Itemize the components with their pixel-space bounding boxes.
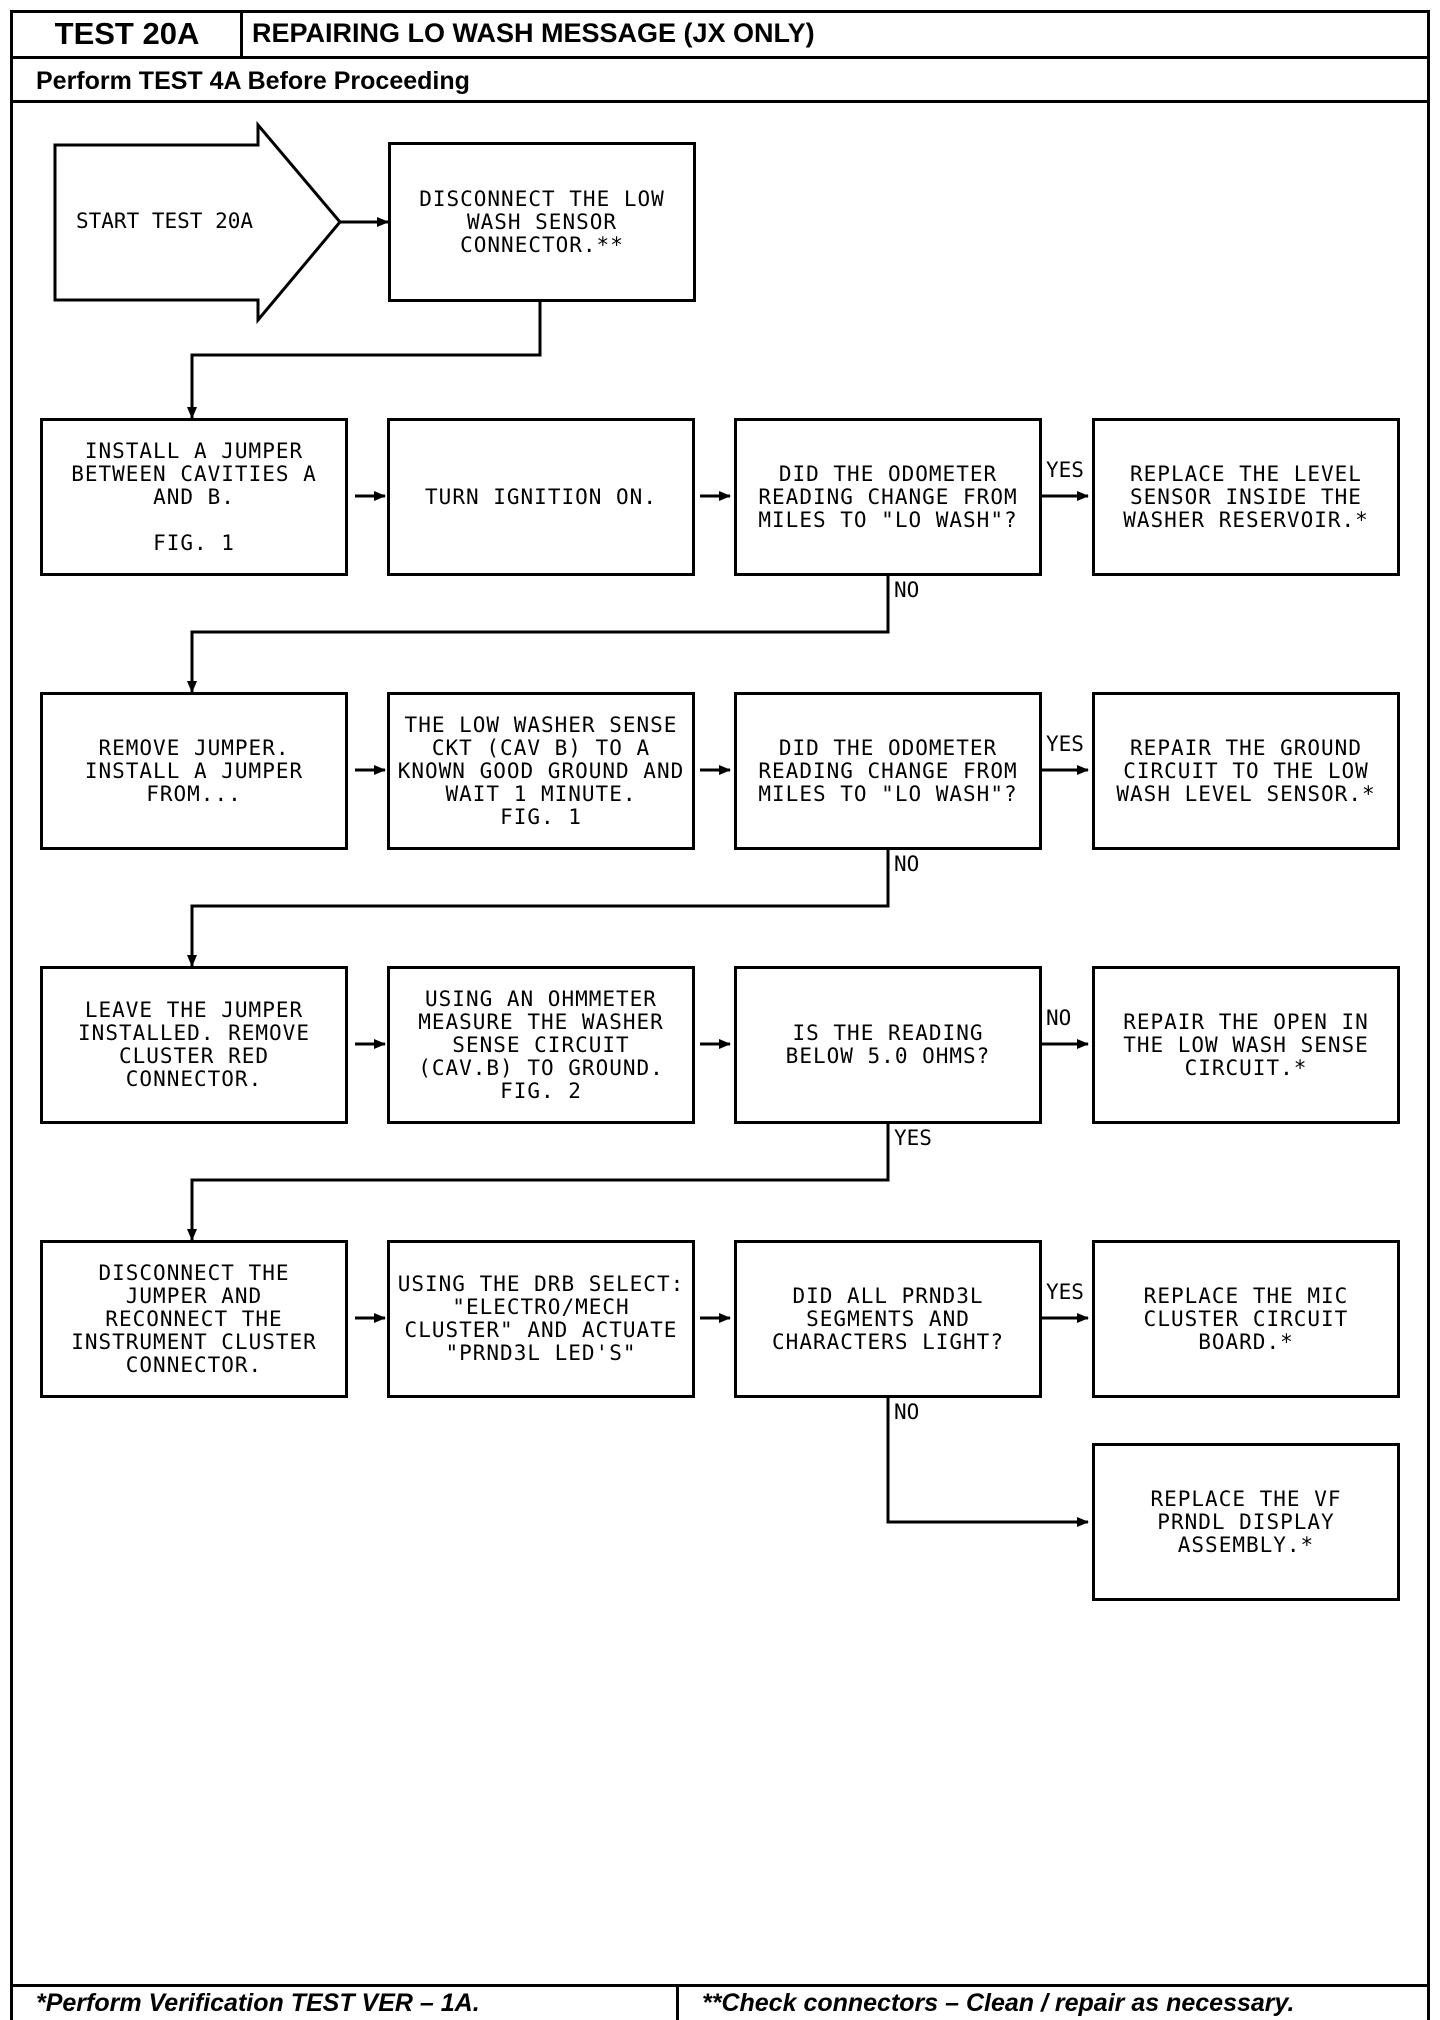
- label-yes-1: YES: [1046, 458, 1084, 482]
- result-repair-open: REPAIR THE OPEN IN THE LOW WASH SENSE CI…: [1092, 966, 1400, 1124]
- step-text: DISCONNECT THE JUMPER AND RECONNECT THE …: [71, 1260, 317, 1377]
- result-replace-mic: REPLACE THE MIC CLUSTER CIRCUIT BOARD.*: [1092, 1240, 1400, 1398]
- step-text: INSTALL A JUMPER BETWEEN CAVITIES A AND …: [71, 438, 317, 555]
- test-id: TEST 20A: [54, 15, 200, 51]
- step-leave-jumper: LEAVE THE JUMPER INSTALLED. REMOVE CLUST…: [40, 966, 348, 1124]
- label-no-1: NO: [894, 578, 920, 602]
- result-replace-vf: REPLACE THE VF PRNDL DISPLAY ASSEMBLY.*: [1092, 1443, 1400, 1601]
- label-no-2: NO: [894, 852, 920, 876]
- prerequisite-note: Perform TEST 4A Before Proceeding: [36, 66, 470, 95]
- step-text: REPLACE THE VF PRNDL DISPLAY ASSEMBLY.*: [1150, 1486, 1342, 1557]
- step-text: DISCONNECT THE LOW WASH SENSOR CONNECTOR…: [419, 186, 665, 257]
- step-remove-jumper: REMOVE JUMPER. INSTALL A JUMPER FROM...: [40, 692, 348, 850]
- step-text: REMOVE JUMPER. INSTALL A JUMPER FROM...: [84, 735, 304, 806]
- step-text: LEAVE THE JUMPER INSTALLED. REMOVE CLUST…: [78, 998, 310, 1091]
- connector-r4-no: [886, 1398, 1089, 1527]
- frame-left: [10, 10, 13, 2020]
- step-ohmmeter: USING AN OHMMETER MEASURE THE WASHER SEN…: [387, 966, 695, 1124]
- step-text: REPAIR THE GROUND CIRCUIT TO THE LOW WAS…: [1116, 735, 1376, 806]
- frame-top: [10, 10, 1430, 13]
- step-disconnect-sensor: DISCONNECT THE LOW WASH SENSOR CONNECTOR…: [388, 142, 696, 302]
- result-repair-ground: REPAIR THE GROUND CIRCUIT TO THE LOW WAS…: [1092, 692, 1400, 850]
- step-text: THE LOW WASHER SENSE CKT (CAV B) TO A KN…: [397, 712, 685, 829]
- label-yes-2: YES: [1046, 732, 1084, 756]
- step-install-jumper: INSTALL A JUMPER BETWEEN CAVITIES A AND …: [40, 418, 348, 576]
- label-no-4: NO: [894, 1400, 920, 1424]
- connector-disconnect-to-install: [187, 302, 542, 419]
- step-text: USING THE DRB SELECT: "ELECTRO/MECH CLUS…: [397, 1272, 685, 1365]
- test-title: REPAIRING LO WASH MESSAGE (JX ONLY): [252, 17, 815, 48]
- label-yes-4: YES: [1046, 1280, 1084, 1304]
- start-arrow-shape: [53, 120, 342, 325]
- step-text: IS THE READING BELOW 5.0 OHMS?: [785, 1021, 991, 1068]
- step-drb-select: USING THE DRB SELECT: "ELECTRO/MECH CLUS…: [387, 1240, 695, 1398]
- step-text: DID ALL PRND3L SEGMENTS AND CHARACTERS L…: [772, 1283, 1004, 1354]
- connector-r3-yes: [187, 1124, 890, 1241]
- footer-rule: [10, 1984, 1430, 1987]
- step-text: REPLACE THE MIC CLUSTER CIRCUIT BOARD.*: [1143, 1283, 1349, 1354]
- result-replace-level-sensor: REPLACE THE LEVEL SENSOR INSIDE THE WASH…: [1092, 418, 1400, 576]
- step-text: DID THE ODOMETER READING CHANGE FROM MIL…: [758, 735, 1018, 806]
- step-text: DID THE ODOMETER READING CHANGE FROM MIL…: [758, 461, 1018, 532]
- step-disconnect-jumper: DISCONNECT THE JUMPER AND RECONNECT THE …: [40, 1240, 348, 1398]
- prereq-rule: [10, 100, 1430, 103]
- decision-prnd3l: DID ALL PRND3L SEGMENTS AND CHARACTERS L…: [734, 1240, 1042, 1398]
- footer-connectors-note: **Check connectors – Clean / repair as n…: [702, 1988, 1295, 2017]
- step-text: TURN IGNITION ON.: [425, 484, 657, 509]
- label-yes-3: YES: [894, 1126, 932, 1150]
- frame-right: [1427, 10, 1430, 2020]
- label-no-3: NO: [1046, 1006, 1072, 1030]
- step-text: REPLACE THE LEVEL SENSOR INSIDE THE WASH…: [1123, 461, 1369, 532]
- footer-verification-note: *Perform Verification TEST VER – 1A.: [36, 1988, 480, 2017]
- connector-r1-no: [187, 576, 890, 693]
- start-label: START TEST 20A: [76, 209, 254, 233]
- footer-divider: [676, 1984, 679, 2020]
- decision-odometer-2: DID THE ODOMETER READING CHANGE FROM MIL…: [734, 692, 1042, 850]
- header-divider: [240, 10, 243, 56]
- step-low-washer-sense: THE LOW WASHER SENSE CKT (CAV B) TO A KN…: [387, 692, 695, 850]
- step-text: REPAIR THE OPEN IN THE LOW WASH SENSE CI…: [1123, 1009, 1369, 1080]
- header-rule: [10, 56, 1430, 59]
- connector-r2-no: [187, 850, 890, 967]
- decision-odometer-1: DID THE ODOMETER READING CHANGE FROM MIL…: [734, 418, 1042, 576]
- step-turn-ignition: TURN IGNITION ON.: [387, 418, 695, 576]
- step-text: USING AN OHMMETER MEASURE THE WASHER SEN…: [418, 986, 664, 1103]
- decision-reading: IS THE READING BELOW 5.0 OHMS?: [734, 966, 1042, 1124]
